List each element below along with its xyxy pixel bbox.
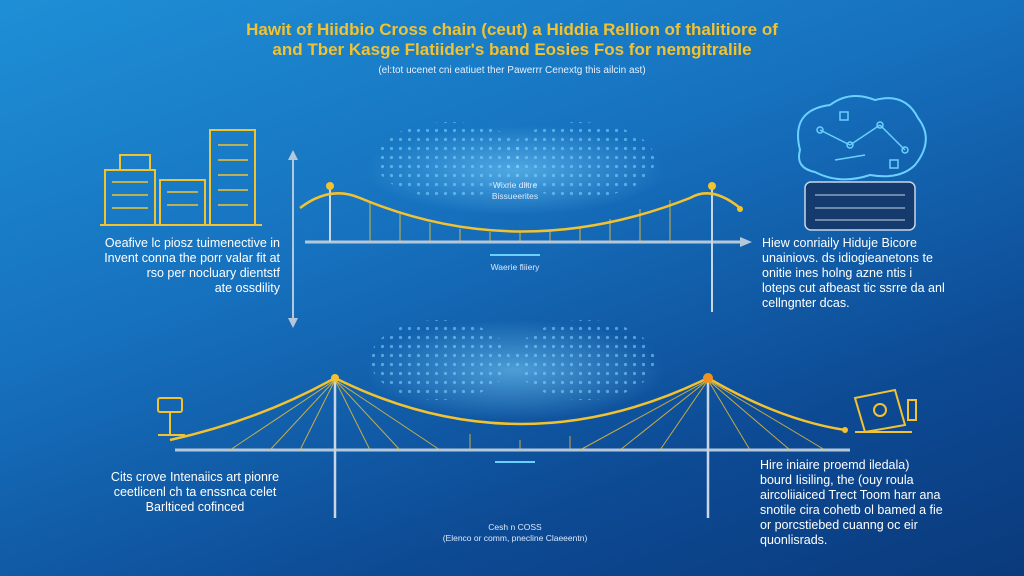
right-bottom-line-1: Hire iniaire proemd iledala) [760, 458, 910, 472]
upper-bridge [299, 182, 752, 312]
server-terminal-icon [853, 388, 917, 434]
dot-cloud-bottom [365, 320, 665, 420]
dot-cloud-top [365, 122, 665, 215]
subtitle: (el:tot ucenet cni eatiuet ther Pawerrr … [378, 65, 646, 76]
center-bottom-label: Cesh n COSS (Elenco or comm, pnecline Cl… [415, 522, 615, 544]
left-top-line-4: ate ossdility [214, 281, 280, 295]
center-mid-label: Waerie fliiery [415, 262, 615, 273]
city-buildings-icon [100, 129, 262, 226]
right-top-description: Hiew conriaily Hiduje Bicore unainiovs. … [762, 236, 992, 311]
left-bottom-line-3: Barlticed cofinced [145, 500, 245, 514]
right-top-line-1: Hiew conriaily Hiduje Bicore [762, 236, 917, 250]
left-top-line-2: Invent conna the porr valar fit at [104, 251, 280, 265]
left-top-description: Oeafive lc piosz tuimenective in Invent … [70, 236, 280, 296]
left-bottom-line-2: ceetlicenl ch ta enssnca celet [113, 485, 277, 499]
center-top-label: Wixrie dlitre Bissueerites [415, 180, 615, 202]
anchor-post-icon [157, 397, 185, 436]
right-bottom-line-4: snotile cira cohetb ol bamed a fie [760, 503, 943, 517]
right-bottom-line-6: quonlisrads. [760, 533, 828, 547]
center-top-label-line-2: Bissueerites [491, 191, 539, 201]
left-bottom-line-1: Cits crove Intenaiics art pionre [110, 470, 280, 484]
vertical-axis-arrow [288, 150, 298, 328]
right-top-line-2: unainiovs. ds idiogieanetons te [762, 251, 933, 265]
left-top-line-3: rso per nocluary dientstf [146, 266, 280, 280]
left-top-line-1: Oeafive lc piosz tuimenective in [104, 236, 280, 250]
globe-network-icon [797, 95, 927, 231]
right-bottom-line-3: aircoliiaiced Trect Toom harr ana [760, 488, 941, 502]
right-top-line-4: loteps cut afbeast tic ssrre da anl [762, 281, 945, 295]
lower-bridge [169, 373, 850, 518]
right-bottom-description: Hire iniaire proemd iledala) bourd Iisil… [760, 458, 990, 548]
center-bottom-label-line-2: (Elenco or comm, pnecline Claeeentn) [442, 533, 588, 543]
right-bottom-line-2: bourd Iisiling, the (ouy roula [760, 473, 914, 487]
left-bottom-description: Cits crove Intenaiics art pionre ceetlic… [90, 470, 300, 515]
center-bottom-label-line-1: Cesh n COSS [488, 522, 542, 532]
title-line-2: and Tber Kasge Flatiider's band Eosies F… [272, 40, 752, 59]
center-mid-label-line: Waerie fliiery [490, 262, 540, 272]
right-top-line-5: cellngnter dcas. [762, 296, 850, 310]
right-bottom-line-5: or porcstiebed cuanng oc eir [760, 518, 918, 532]
center-top-label-line-1: Wixrie dlitre [492, 180, 538, 190]
right-top-line-3: onitie ines holng azne ntis i [762, 266, 913, 280]
title-line-1: Hawit of Hiidbio Cross chain (ceut) a Hi… [246, 20, 778, 39]
title-block: Hawit of Hiidbio Cross chain (ceut) a Hi… [0, 20, 1024, 76]
